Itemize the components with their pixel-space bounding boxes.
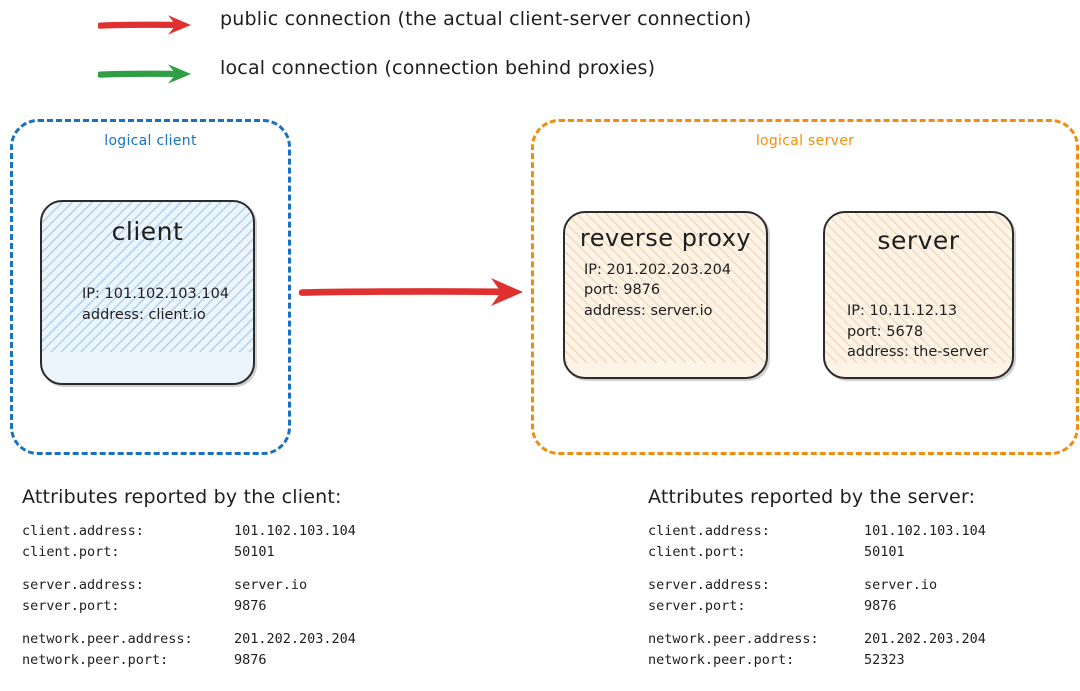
reverse-proxy-node-port: port: 9876	[584, 282, 661, 299]
server-attributes-table: client.address: 101.102.103.104 client.por…	[648, 521, 986, 670]
attribute-row: network.peer.address: 201.202.203.204	[22, 629, 356, 650]
attribute-row: network.peer.address: 201.202.203.204	[648, 629, 986, 650]
attribute-row: client.address: 101.102.103.104	[22, 521, 356, 542]
attribute-value: 101.102.103.104	[234, 523, 356, 539]
reverse-proxy-node-hatch-fill	[565, 213, 766, 363]
client-attributes-table: client.address: 101.102.103.104 client.por…	[22, 521, 356, 670]
attribute-value: server.io	[864, 577, 938, 594]
client-node-hatch-fill	[42, 202, 253, 352]
server-node[interactable]: server IP: 10.11.12.13 port: 5678 addres…	[823, 211, 1014, 379]
attribute-value: 201.202.203.204	[234, 631, 356, 648]
client-attributes-block: Attributes reported by the client: clien…	[22, 486, 356, 670]
green-arrow-icon	[96, 61, 198, 91]
server-node-hatch-fill	[825, 213, 1012, 363]
attribute-group-spacer	[22, 616, 356, 629]
attribute-key: network.peer.address:	[22, 631, 193, 648]
attribute-key: client.port:	[648, 543, 746, 560]
server-node-port: port: 5678	[847, 323, 924, 340]
server-attributes-heading: Attributes reported by the server:	[648, 486, 976, 508]
attribute-row: network.peer.port: 52323	[648, 650, 986, 671]
legend-label-public-connection: public connection (the actual client-ser…	[220, 8, 752, 30]
attribute-group-spacer	[648, 616, 986, 629]
server-node-address: address: the-server	[847, 344, 989, 361]
attribute-key: client.address:	[648, 523, 770, 539]
attribute-value: server.io	[234, 577, 308, 594]
attribute-row: client.address: 101.102.103.104	[648, 521, 986, 542]
client-node-title: client	[111, 217, 184, 246]
attribute-value: 201.202.203.204	[864, 631, 986, 648]
server-attributes-block: Attributes reported by the server: clien…	[648, 486, 986, 670]
logical-server-container: logical server	[531, 119, 1079, 455]
attribute-row: client.port: 50101	[648, 542, 986, 563]
reverse-proxy-node-details: IP: 201.202.203.204 port: 9876 address: …	[565, 260, 766, 322]
server-node-details: IP: 10.11.12.13 port: 5678 address: the-…	[825, 301, 1012, 363]
reverse-proxy-node-title: reverse proxy	[579, 224, 752, 252]
attribute-value: 9876	[234, 651, 267, 668]
client-attributes-heading: Attributes reported by the client:	[22, 486, 342, 508]
legend-label-local-connection: local connection (connection behind prox…	[220, 57, 656, 79]
attribute-value: 101.102.103.104	[864, 523, 986, 539]
server-node-ip: IP: 10.11.12.13	[847, 303, 958, 319]
attribute-value: 50101	[234, 543, 275, 560]
attribute-value: 9876	[864, 597, 897, 614]
reverse-proxy-node-address: address: server.io	[584, 302, 713, 319]
attribute-group-spacer	[648, 562, 986, 575]
logical-client-container: logical client	[10, 119, 291, 455]
attribute-value: 50101	[864, 543, 905, 560]
client-node-address: address: client.io	[82, 306, 206, 323]
attribute-key: network.peer.address:	[648, 631, 819, 648]
attribute-value: 52323	[864, 651, 905, 668]
attribute-group-spacer	[22, 562, 356, 575]
client-node-ip: IP: 101.102.103.104	[82, 286, 230, 302]
legend-item-local-connection: local connection (connection behind prox…	[0, 57, 1080, 91]
red-arrow-icon	[96, 12, 198, 42]
attribute-row: server.address: server.io	[648, 575, 986, 596]
logical-server-label: logical server	[755, 133, 855, 149]
public-connection-arrow	[298, 272, 528, 316]
attribute-key: network.peer.port:	[22, 651, 169, 668]
server-node-title: server	[877, 226, 960, 255]
client-node-details: IP: 101.102.103.104 address: client.io	[42, 284, 253, 325]
reverse-proxy-node[interactable]: reverse proxy IP: 201.202.203.204 port: …	[563, 211, 768, 379]
attribute-row: network.peer.port: 9876	[22, 650, 356, 671]
attribute-row: server.port: 9876	[648, 596, 986, 617]
attribute-row: server.address: server.io	[22, 575, 356, 596]
attribute-key: client.address:	[22, 523, 144, 539]
attribute-value: 9876	[234, 597, 267, 614]
attribute-key: server.port:	[22, 597, 120, 614]
attribute-row: client.port: 50101	[22, 542, 356, 563]
attribute-key: server.address:	[22, 577, 144, 594]
attribute-key: client.port:	[22, 543, 120, 560]
client-node[interactable]: client IP: 101.102.103.104 address: clie…	[40, 200, 255, 385]
logical-client-label: logical client	[104, 133, 197, 149]
attribute-key: server.address:	[648, 577, 770, 594]
legend-item-public-connection: public connection (the actual client-ser…	[0, 8, 1080, 42]
attribute-key: server.port:	[648, 597, 746, 614]
attribute-key: network.peer.port:	[648, 651, 795, 668]
attribute-row: server.port: 9876	[22, 596, 356, 617]
reverse-proxy-node-ip: IP: 201.202.203.204	[584, 261, 732, 278]
